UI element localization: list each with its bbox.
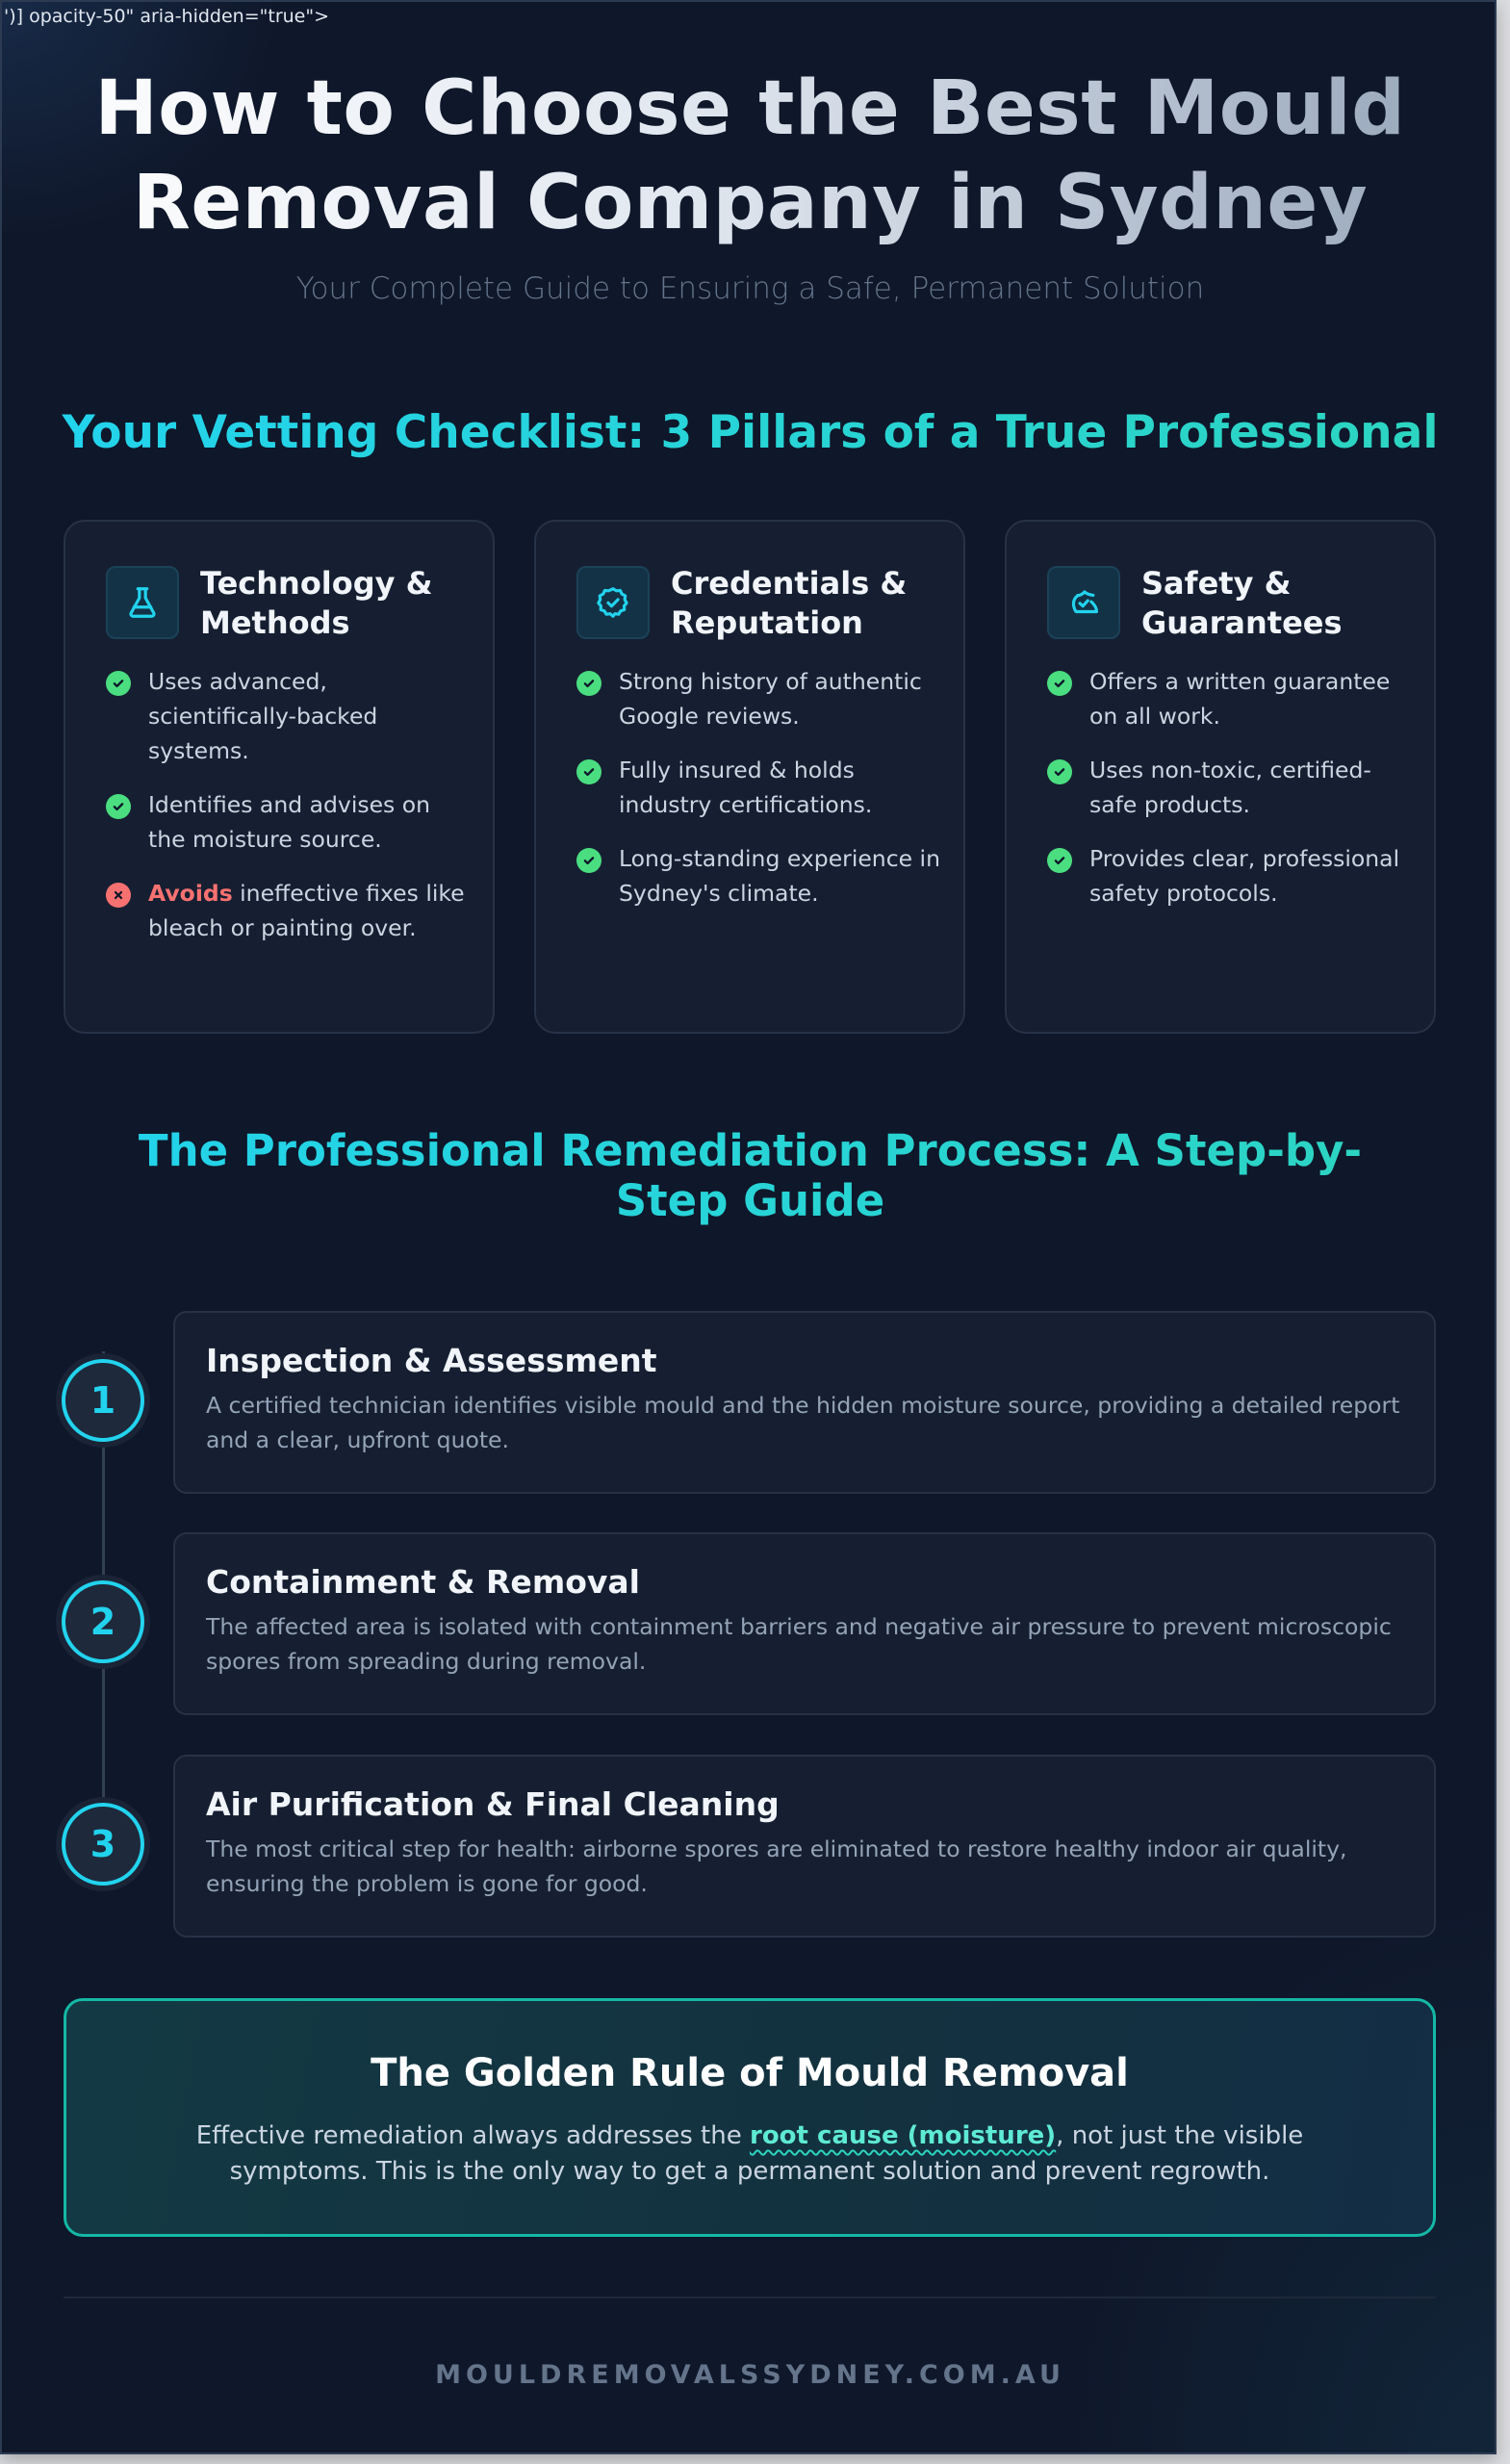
- step-description: The affected area is isolated with conta…: [206, 1613, 1392, 1675]
- page-title-line-1: How to Choose the Best Mould: [94, 65, 1406, 152]
- step-description: The most critical step for health: airbo…: [206, 1835, 1347, 1897]
- shield-check-icon: [1047, 566, 1120, 639]
- pillar-card-technology: Technology & Methods Uses advanced, scie…: [64, 520, 495, 1034]
- list-item: Long-standing experience in Sydney's cli…: [576, 841, 942, 911]
- golden-rule-callout: The Golden Rule of Mould Removal Effecti…: [64, 1998, 1436, 2237]
- pillar-title: Technology & Methods: [200, 565, 433, 641]
- x-circle-icon: [106, 883, 131, 908]
- list-item: Offers a written guarantee on all work.: [1047, 664, 1413, 733]
- golden-rule-title: The Golden Rule of Mould Removal: [371, 2051, 1129, 2095]
- timeline-connector: [102, 1351, 105, 1804]
- page-subtitle: Your Complete Guide to Ensuring a Safe, …: [295, 271, 1205, 306]
- list-item-warning: Avoids ineffective fixes like bleach or …: [106, 876, 472, 945]
- footer-divider: [64, 2297, 1436, 2298]
- process-heading: The Professional Remediation Process: A …: [2, 1126, 1498, 1226]
- step-card-containment: Containment & Removal The affected area …: [173, 1532, 1436, 1715]
- root-cause-highlight: root cause (moisture): [750, 2121, 1057, 2150]
- check-circle-icon: [1047, 759, 1072, 784]
- step-title: Inspection & Assessment: [206, 1342, 657, 1379]
- step-title: Containment & Removal: [206, 1563, 640, 1601]
- step-description: A certified technician identifies visibl…: [206, 1392, 1400, 1453]
- list-item: Strong history of authentic Google revie…: [576, 664, 942, 733]
- list-item: Identifies and advises on the moisture s…: [106, 787, 472, 857]
- page-title-line-2: Removal Company in Sydney: [132, 160, 1369, 246]
- checklist-heading: Your Vetting Checklist: 3 Pillars of a T…: [2, 404, 1498, 462]
- pillar-title: Credentials & Reputation: [671, 565, 908, 641]
- list-item: Uses advanced, scientifically-backed sys…: [106, 664, 472, 768]
- golden-rule-text: Effective remediation always addresses t…: [195, 2121, 1304, 2186]
- check-circle-icon: [106, 794, 131, 819]
- step-card-air-purification: Air Purification & Final Cleaning The mo…: [173, 1755, 1436, 1938]
- pillar-title: Safety & Guarantees: [1141, 565, 1343, 641]
- step-title: Air Purification & Final Cleaning: [206, 1785, 780, 1823]
- step-number-badge: 1: [62, 1359, 144, 1442]
- list-item: Uses non-toxic, certified-safe products.: [1047, 753, 1413, 822]
- check-circle-icon: [576, 848, 601, 873]
- pillar-cards: Technology & Methods Uses advanced, scie…: [64, 520, 1436, 1034]
- pillar-card-safety: Safety & Guarantees Offers a written gua…: [1005, 520, 1436, 1034]
- check-circle-icon: [1047, 848, 1072, 873]
- list-item: Fully insured & holds industry certifica…: [576, 753, 942, 822]
- flask-icon: [106, 566, 179, 639]
- step-number-badge: 2: [62, 1580, 144, 1663]
- check-circle-icon: [576, 671, 601, 696]
- page-title: How to Choose the Best Mould Removal Com…: [2, 62, 1498, 250]
- check-circle-icon: [576, 759, 601, 784]
- footer-domain: MOULDREMOVALSSYDNEY.COM.AU: [435, 2360, 1065, 2390]
- avoid-emphasis: Avoids: [148, 880, 233, 907]
- pillar-card-credentials: Credentials & Reputation Strong history …: [534, 520, 965, 1034]
- badge-check-icon: [576, 566, 650, 639]
- step-number-badge: 3: [62, 1803, 144, 1886]
- check-circle-icon: [106, 671, 131, 696]
- list-item: Provides clear, professional safety prot…: [1047, 841, 1413, 911]
- check-circle-icon: [1047, 671, 1072, 696]
- stray-markup-text: ')] opacity-50" aria-hidden="true">: [4, 6, 330, 27]
- step-card-inspection: Inspection & Assessment A certified tech…: [173, 1311, 1436, 1494]
